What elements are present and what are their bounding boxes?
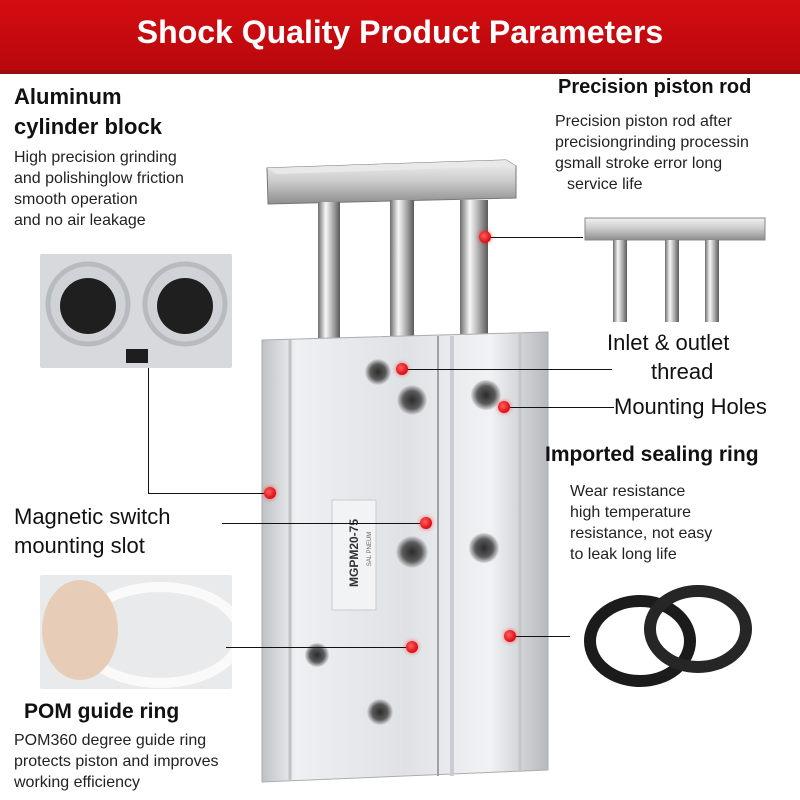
pom-description: POM360 degree guide ring protects piston… [14,730,219,793]
callout-dot [498,401,510,413]
callout-dot [406,641,418,653]
aluminum-heading-line2: cylinder block [14,114,162,139]
magnetic-line1: Magnetic switch [14,504,171,529]
sealing-line: Wear resistance [570,483,686,500]
aluminum-block-photo [40,254,232,368]
pom-line: POM360 degree guide ring [14,732,207,749]
callout-line [148,368,149,493]
pom-heading: POM guide ring [24,700,180,723]
banner-title: Shock Quality Product Parameters [136,14,664,50]
callout-dot [396,363,408,375]
magnetic-line2: mounting slot [14,533,145,558]
aluminum-line: and no air leakage [14,212,146,229]
aluminum-heading-line1: Aluminum [14,84,122,109]
piston-rod-description: Precision piston rod after precisiongrin… [555,111,749,195]
callout-line [226,647,412,648]
callout-line [504,407,614,408]
callout-line [402,369,612,370]
model-small-label: SAL PNEUM [367,531,373,567]
inlet-line2: thread [650,359,714,384]
piston-rod-photo [583,212,768,322]
piston-rod-line: precisiongrinding processin [555,134,749,151]
callout-dot [504,630,516,642]
sealing-description: Wear resistance high temperature resista… [570,481,712,565]
pom-line: working efficiency [14,774,140,791]
sealing-ring-photo [570,577,770,692]
callout-line [148,493,270,494]
model-label: MGPM20-75 [347,518,361,588]
sealing-line: high temperature [570,504,691,521]
aluminum-line: smooth operation [14,191,138,208]
callout-dot [479,231,491,243]
aluminum-line: and polishinglow friction [14,170,184,187]
sealing-line: to leak long life [570,546,677,563]
aluminum-heading: Aluminum cylinder block [14,82,162,142]
piston-rod-line: Precision piston rod after [555,113,732,130]
title-banner [0,0,800,74]
pom-line: protects piston and improves [14,753,219,770]
callout-line [222,523,426,524]
piston-rod-heading: Precision piston rod [558,76,752,98]
pom-ring-photo [40,575,232,689]
aluminum-description: High precision grinding and polishinglow… [14,147,184,231]
inlet-line1: Inlet & outlet [607,330,730,355]
callout-line [510,636,570,637]
piston-rod-line: service life [567,176,643,193]
inlet-label: Inlet & outlet thread [607,328,729,386]
sealing-heading: Imported sealing ring [545,443,759,466]
callout-dot [420,517,432,529]
piston-rod-line: gsmall stroke error long [555,155,723,172]
sealing-line: resistance, not easy [570,525,713,542]
magnetic-label: Magnetic switch mounting slot [14,502,171,560]
callout-line [485,237,583,238]
aluminum-line: High precision grinding [14,149,177,166]
callout-dot [264,487,276,499]
mounting-holes-label: Mounting Holes [614,394,767,419]
